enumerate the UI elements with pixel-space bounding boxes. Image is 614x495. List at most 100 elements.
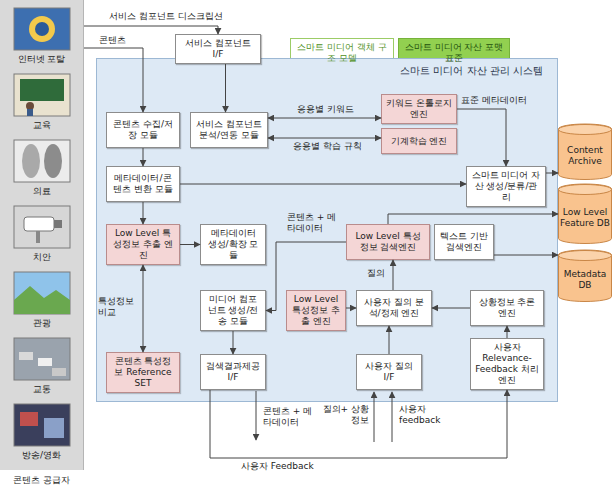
edge-label-box: 콘텐츠 <box>98 35 138 46</box>
edge-label: 특성정보 비교 <box>97 296 139 318</box>
node-text: 사용자 Relevance-Feedback 처리엔진 <box>475 342 539 385</box>
connector <box>393 260 394 290</box>
node-text: 콘텐츠 특성정보 Reference SET <box>111 356 175 388</box>
icon-frame <box>14 272 70 314</box>
process-box: 콘텐츠 수집/저장 모듈 <box>106 112 180 148</box>
process-box: 메타데이터 생성/확장 모듈 <box>200 224 266 265</box>
cylinder-body <box>559 124 612 180</box>
node-text: 사용자 질의 I/F <box>361 361 417 383</box>
connector <box>180 244 200 245</box>
edge-label-box: 특성정보 비교 <box>97 296 139 318</box>
edge-label-box: 사용자 Feedback <box>240 461 332 472</box>
connector <box>233 331 234 354</box>
node-text: 키워드 온톨로지 엔진 <box>386 98 452 120</box>
icon-frame <box>14 404 70 446</box>
education-icon <box>14 74 70 116</box>
edge-label: 서비스 컴포넌트 디스크립션 <box>108 11 224 22</box>
annotation: 콘텐츠 + 메타데이터 <box>262 406 320 428</box>
icon-screen <box>44 418 64 438</box>
node-text: 사용자 질의 분석/정제 엔진 <box>361 297 427 319</box>
icon-frame <box>14 8 70 50</box>
connector <box>143 148 144 166</box>
process-box: 메타데이터/콘텐츠 변환 모듈 <box>106 166 180 202</box>
process-box: 서비스 컴포넌트 분석/연동 모듈 <box>190 112 268 148</box>
icon-screen <box>20 412 38 426</box>
engine-box: 콘텐츠 특성정보 Reference SET <box>106 352 180 393</box>
medical-icon <box>14 140 70 182</box>
node-text: 메타데이터 생성/확장 모듈 <box>205 228 261 260</box>
edge-label-box: 응용별 키워드 <box>296 104 376 115</box>
node-text: Low Level 특성정보 추출 엔진 <box>111 228 175 260</box>
process-box: 사용자 Relevance-Feedback 처리엔진 <box>470 338 544 390</box>
icon-frame <box>14 74 70 116</box>
connector <box>507 326 508 338</box>
input-arrow <box>374 392 375 442</box>
icon-car <box>19 352 33 360</box>
icon-emblem <box>29 16 55 42</box>
icon-figure <box>27 109 33 116</box>
edge-label-box: 질의 <box>366 268 390 279</box>
process-box: 검색결과제공 I/F <box>200 354 266 390</box>
model-box: 스마트 미디어 객체 구조 모델 <box>290 38 394 68</box>
cylinder-top <box>559 125 612 135</box>
process-box: 서비스 컴포넌트 I/F <box>175 34 261 64</box>
process-box: 사용자 질의 I/F <box>356 354 422 390</box>
edge-label: 표준 메타데이터 <box>460 95 528 106</box>
icon-frame <box>14 140 70 182</box>
connector <box>494 255 558 256</box>
node-text: 서비스 컴포넌트 분석/연동 모듈 <box>195 119 263 141</box>
cylinder-body <box>559 184 612 244</box>
edge-label: 질의 <box>366 268 386 279</box>
node-text: Low Level 특성정보 추출 엔진 <box>291 294 341 326</box>
portal-icon <box>14 8 70 50</box>
database-cylinder: Low Level Feature DB <box>558 184 612 244</box>
icon-caption: 교통 <box>0 383 83 395</box>
cylinder-top <box>559 251 612 261</box>
icon-caption: 콘텐츠 공급자 <box>0 474 83 486</box>
connector <box>346 308 356 309</box>
node-text: Low Level 특성정보 검색엔진 <box>351 231 425 253</box>
node-text: 스마트 미디어 자산 관리 시스템 <box>97 65 543 77</box>
icon-caption: 교육 <box>0 119 83 131</box>
node-text: 텍스트 기반 검색엔진 <box>439 231 489 253</box>
edge-label: 콘텐츠 + 메타데이터 <box>286 212 344 234</box>
input-arrow <box>392 392 393 442</box>
edge-label: 응용별 학습 규칙 <box>292 141 363 152</box>
tourism-icon <box>14 272 70 314</box>
icon-pole <box>36 231 40 243</box>
process-box: 스마트 미디어 자산 생성/분류/관리 <box>466 166 546 207</box>
edge-label-box: 응용별 학습 규칙 <box>292 141 378 152</box>
icon-xray <box>44 144 62 178</box>
icon-caption: 관광 <box>0 317 83 329</box>
edge-label: 응용별 키워드 <box>296 104 355 115</box>
engine-box: Low Level 특성정보 추출 엔진 <box>106 224 180 265</box>
engine-box: 키워드 온톨로지 엔진 <box>381 94 457 124</box>
connector <box>225 64 226 112</box>
process-box: 텍스트 기반 검색엔진 <box>434 224 494 260</box>
connector <box>143 265 144 352</box>
connector <box>388 214 558 224</box>
node-text: 서비스 컴포넌트 I/F <box>180 38 256 60</box>
edge-label-box: 서비스 컴포넌트 디스크립션 <box>108 11 240 22</box>
node-text: 기계학습 엔진 <box>391 136 448 147</box>
node-text: 상황정보 추론엔진 <box>475 297 539 319</box>
edge-label-box: 표준 메타데이터 <box>460 95 540 106</box>
edge-label-box: 콘텐츠 + 메타데이터 <box>286 212 344 234</box>
process-box: 사용자 질의 분석/정제 엔진 <box>356 290 432 326</box>
annotation-box: 사용자 feedback <box>398 404 450 426</box>
annotation: 질의+ 상황 정보 <box>320 404 370 426</box>
icon-car <box>52 368 66 376</box>
output-arrow <box>256 391 257 440</box>
node-text: 검색결과제공 I/F <box>205 361 261 383</box>
node-text: 미디어 컴포넌트 생성/전송 모듈 <box>205 294 261 326</box>
icon-xray <box>22 144 40 178</box>
annotation-box: 질의+ 상황 정보 <box>320 404 370 426</box>
node-text: Metadata DB <box>560 269 610 291</box>
icon-frame <box>14 206 70 248</box>
engine-box: 기계학습 엔진 <box>381 128 457 154</box>
node-text: 스마트 미디어 객체 구조 모델 <box>295 42 389 64</box>
node-text: 메타데이터/콘텐츠 변환 모듈 <box>111 173 175 195</box>
broadcast-icon <box>14 404 70 446</box>
engine-box: Low Level 특성정보 검색엔진 <box>346 224 430 260</box>
process-box: 미디어 컴포넌트 생성/전송 모듈 <box>200 290 266 331</box>
